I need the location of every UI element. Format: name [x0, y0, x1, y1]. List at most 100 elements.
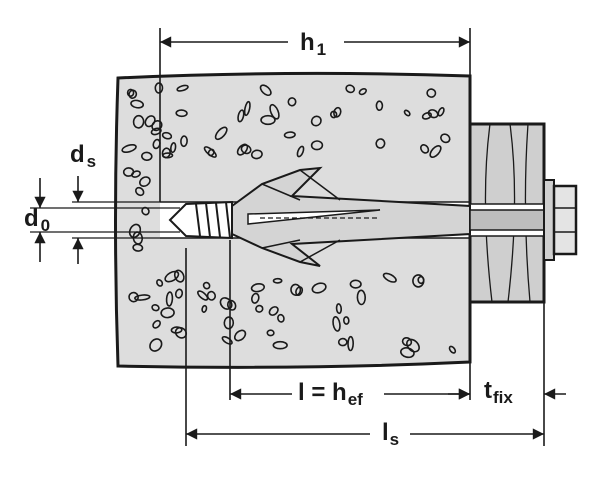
washer [543, 179, 555, 261]
aggregate-pebble [128, 89, 138, 99]
aggregate-pebble [329, 110, 338, 119]
aggregate-pebble [440, 133, 451, 144]
aggregate-pebble [420, 144, 430, 154]
aggregate-pebble [335, 303, 343, 315]
aggregate-pebble [236, 143, 249, 156]
aggregate-pebble [175, 109, 188, 118]
aggregate-pebble [152, 319, 161, 329]
bolt [469, 179, 578, 261]
aggregate-pebble [130, 99, 145, 109]
aggregate-pebble [272, 340, 288, 350]
aggregate-pebble [358, 87, 368, 96]
aggregate-pebble [201, 304, 208, 313]
aggregate-pebble [426, 88, 437, 98]
anchor-sleeve [231, 166, 471, 267]
aggregate-pebble [121, 143, 137, 154]
aggregate-pebble [342, 316, 350, 325]
aggregate-pebble [251, 292, 260, 304]
aggregate-pebble [412, 274, 425, 288]
dimension-ls: ls [186, 419, 545, 454]
aggregate-pebble [233, 329, 247, 342]
aggregate-pebble [161, 131, 173, 140]
aggregate-pebble [437, 107, 445, 117]
dimension-l-hef: l = hef [230, 378, 470, 409]
dimension-label-l-hef: l = hef [298, 379, 363, 409]
aggregate-pebble [176, 84, 189, 92]
aggregate-pebble [427, 109, 439, 119]
aggregate-pebble [268, 306, 279, 316]
aggregate-pebble [345, 84, 356, 94]
aggregate-pebble [399, 347, 415, 359]
aggregate-pebble [126, 88, 135, 98]
aggregate-pebble [260, 114, 276, 126]
aggregate-pebble [310, 140, 324, 151]
aggregate-pebble [134, 294, 151, 301]
aggregate-pebble [250, 282, 266, 293]
aggregate-pebble [347, 335, 355, 352]
aggregate-pebble [401, 336, 413, 347]
aggregate-pebble [144, 115, 156, 128]
aggregate-pebble [356, 289, 367, 306]
concrete-aggregate [121, 82, 457, 359]
aggregate-pebble [132, 114, 145, 129]
aggregate-pebble [349, 279, 362, 289]
aggregate-pebble [122, 167, 135, 177]
aggregate-pebble [375, 100, 384, 111]
dimension-tfix: tfix [448, 377, 566, 407]
extension-lines [30, 28, 545, 446]
aggregate-pebble [375, 138, 386, 149]
aggregate-pebble [337, 337, 348, 347]
aggregate-pebble [139, 176, 151, 187]
aggregate-pebble [180, 135, 188, 148]
aggregate-pebble [150, 127, 162, 136]
aggregate-pebble [223, 316, 235, 330]
aggregate-pebble [448, 345, 457, 354]
aggregate-pebble [141, 151, 153, 162]
aggregate-pebble [277, 313, 285, 323]
aggregate-pebble [255, 304, 264, 313]
aggregate-pebble [269, 103, 280, 120]
aggregate-pebble [311, 282, 327, 294]
anchor-cone-tip [168, 200, 233, 240]
aggregate-pebble [310, 115, 322, 127]
aggregate-pebble [266, 329, 275, 337]
aggregate-pebble [170, 326, 183, 334]
aggregate-pebble [207, 148, 215, 157]
aggregate-pebble [296, 145, 305, 158]
aggregate-pebble [160, 307, 175, 319]
aggregate-pebble [382, 272, 397, 283]
aggregate-pebble [287, 97, 297, 107]
aggregate-pebble [332, 315, 341, 332]
aggregate-pebble [333, 106, 342, 118]
aggregate-pebble [149, 338, 163, 352]
aggregate-pebble [164, 270, 180, 283]
dimension-label-ls: ls [382, 419, 399, 449]
aggregate-pebble [151, 304, 160, 312]
aggregate-pebble [214, 126, 228, 141]
aggregate-pebble [173, 269, 185, 283]
aggregate-pebble [134, 186, 145, 197]
aggregate-pebble [429, 145, 442, 158]
aggregate-pebble [272, 277, 283, 284]
bolt-shank [469, 209, 547, 231]
aggregate-pebble [221, 335, 233, 345]
aggregate-pebble [174, 288, 184, 299]
aggregate-pebble [295, 286, 304, 297]
aggregate-pebble [202, 281, 211, 290]
aggregate-pebble [165, 291, 174, 307]
dimension-label-tfix: tfix [484, 377, 513, 407]
aggregate-pebble [237, 109, 245, 123]
aggregate-pebble [161, 152, 174, 159]
aggregate-pebble [197, 290, 209, 301]
aggregate-pebble [154, 82, 164, 94]
aggregate-pebble [243, 100, 251, 117]
aggregate-pebble [259, 84, 272, 97]
aggregate-pebble [283, 131, 296, 139]
